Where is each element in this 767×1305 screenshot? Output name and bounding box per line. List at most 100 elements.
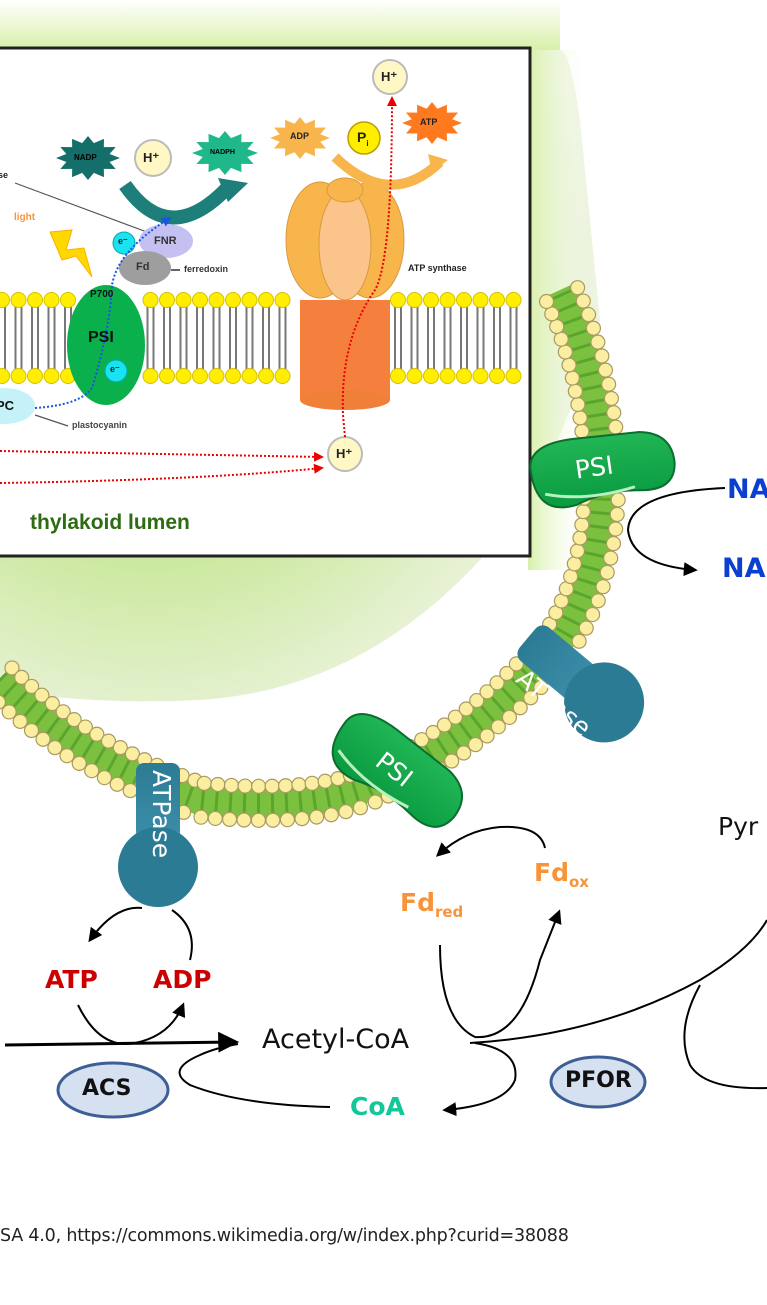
inset-atp-label: ATP — [420, 117, 437, 127]
lipid-head — [275, 293, 290, 308]
membrane-lipid-head — [576, 505, 590, 519]
membrane-lipid-head — [60, 749, 74, 763]
pyruvate-label-partial: Pyr — [718, 812, 758, 841]
acetyl-coa-label: Acetyl-CoA — [262, 1024, 409, 1055]
membrane-lipid-head — [208, 811, 222, 825]
lipid-head — [259, 369, 274, 384]
lipid-head — [424, 293, 439, 308]
inset-electron-label-bottom: e⁻ — [110, 364, 120, 375]
lipid-head — [44, 369, 59, 384]
inset-plastocyanin-label: plastocyanin — [72, 420, 127, 430]
lipid-head — [28, 369, 43, 384]
inset-pc-label: PC — [0, 398, 14, 413]
pyruvate-to-acetyl-coa-line — [470, 920, 767, 1043]
membrane-lipid-head — [572, 634, 586, 648]
inset-psi-label: PSI — [88, 329, 114, 347]
lipid-head — [193, 293, 208, 308]
membrane-lipid-tail — [272, 791, 273, 815]
lipid-head — [440, 293, 455, 308]
membrane-lipid-head — [353, 801, 367, 815]
membrane-lipid-head — [567, 557, 581, 571]
coa-label: CoA — [350, 1092, 405, 1121]
membrane-lipid-head — [609, 420, 623, 434]
membrane-lipid-head — [305, 776, 319, 790]
membrane-lipid-head — [596, 580, 610, 594]
membrane-lipid-head — [24, 723, 38, 737]
inset-nadp-label: NADP — [74, 153, 97, 162]
inset-fnr-label: FNR — [154, 235, 177, 247]
membrane-lipid-head — [224, 778, 238, 792]
nadph-label-partial: NA — [722, 553, 766, 584]
inset-electron-label-top: e⁻ — [118, 236, 128, 247]
membrane-lipid-head — [197, 776, 211, 790]
membrane-lipid-head — [110, 777, 124, 791]
membrane-lipid-tail — [588, 512, 612, 514]
lipid-head — [391, 293, 406, 308]
membrane-lipid-head — [540, 295, 554, 309]
membrane-lipid-head — [558, 345, 572, 359]
membrane-lipid-tail — [244, 791, 245, 815]
membrane-lipid-head — [573, 411, 587, 425]
lipid-head — [61, 293, 76, 308]
membrane-lipid-head — [550, 319, 564, 333]
membrane-lipid-head — [339, 805, 353, 819]
lipid-head — [490, 369, 505, 384]
atpase-left-label: ATPase — [147, 770, 176, 858]
inset-pi-label: Pi — [357, 129, 369, 148]
membrane-lipid-head — [573, 531, 587, 545]
atp-to-adp-arrow — [78, 1005, 183, 1044]
fd-red-label: Fdred — [400, 888, 463, 921]
membrane-lipid-head — [571, 397, 585, 411]
membrane-lipid-head — [565, 371, 579, 385]
membrane-lipid-head — [279, 779, 293, 793]
membrane-lipid-head — [576, 294, 590, 308]
lipid-head — [11, 293, 26, 308]
membrane-lipid-head — [265, 779, 279, 793]
acetyl-coa-to-coa-arrow — [445, 1043, 516, 1110]
membrane-lipid-head — [586, 321, 600, 335]
membrane-lipid-head — [579, 621, 593, 635]
lipid-head — [176, 369, 191, 384]
membrane-lipid-head — [36, 732, 50, 746]
lipid-head — [506, 293, 521, 308]
membrane-lipid-head — [266, 813, 280, 827]
lipid-head — [275, 369, 290, 384]
lipid-head — [226, 293, 241, 308]
image-credit-caption: SA 4.0, https://commons.wikimedia.org/w/… — [0, 1226, 569, 1246]
membrane-lipid-head — [368, 795, 382, 809]
inset-ase-label: se — [0, 170, 8, 180]
membrane-lipid-head — [610, 507, 624, 521]
fd-ox-subscript: ox — [569, 873, 589, 891]
inset-fd-label: Fd — [136, 261, 149, 273]
membrane-lipid-tail — [286, 791, 287, 815]
membrane-lipid-head — [13, 714, 27, 728]
lipid-head — [209, 293, 224, 308]
pfor-label: PFOR — [565, 1068, 632, 1093]
lipid-head — [160, 293, 175, 308]
membrane-lipid-head — [554, 332, 568, 346]
membrane-lipid-head — [457, 746, 471, 760]
lipid-head — [242, 293, 257, 308]
membrane-lipid-head — [491, 720, 505, 734]
membrane-lipid-head — [292, 778, 306, 792]
membrane-lipid-head — [595, 349, 609, 363]
membrane-lipid-head — [568, 384, 582, 398]
lipid-head — [160, 369, 175, 384]
lipid-head — [44, 293, 59, 308]
atp-label: ATP — [45, 965, 98, 994]
inset-atp-synthase-label: ATP synthase — [408, 263, 467, 273]
membrane-lipid-head — [607, 406, 621, 420]
membrane-lipid-head — [48, 741, 62, 755]
fd-ox-text: Fd — [534, 858, 569, 887]
membrane-lipid-head — [591, 335, 605, 349]
membrane-lipid-head — [237, 813, 251, 827]
membrane-lipid-head — [604, 391, 618, 405]
membrane-lipid-head — [602, 377, 616, 391]
lipid-head — [473, 293, 488, 308]
pi-text: P — [357, 129, 366, 145]
membrane-lipid-head — [600, 565, 614, 579]
membrane-lipid-head — [252, 779, 266, 793]
inset-ferredoxin-label: ferredoxin — [184, 264, 228, 274]
fd-red-subscript: red — [435, 903, 463, 921]
nadp-label-partial: NA — [727, 474, 767, 505]
